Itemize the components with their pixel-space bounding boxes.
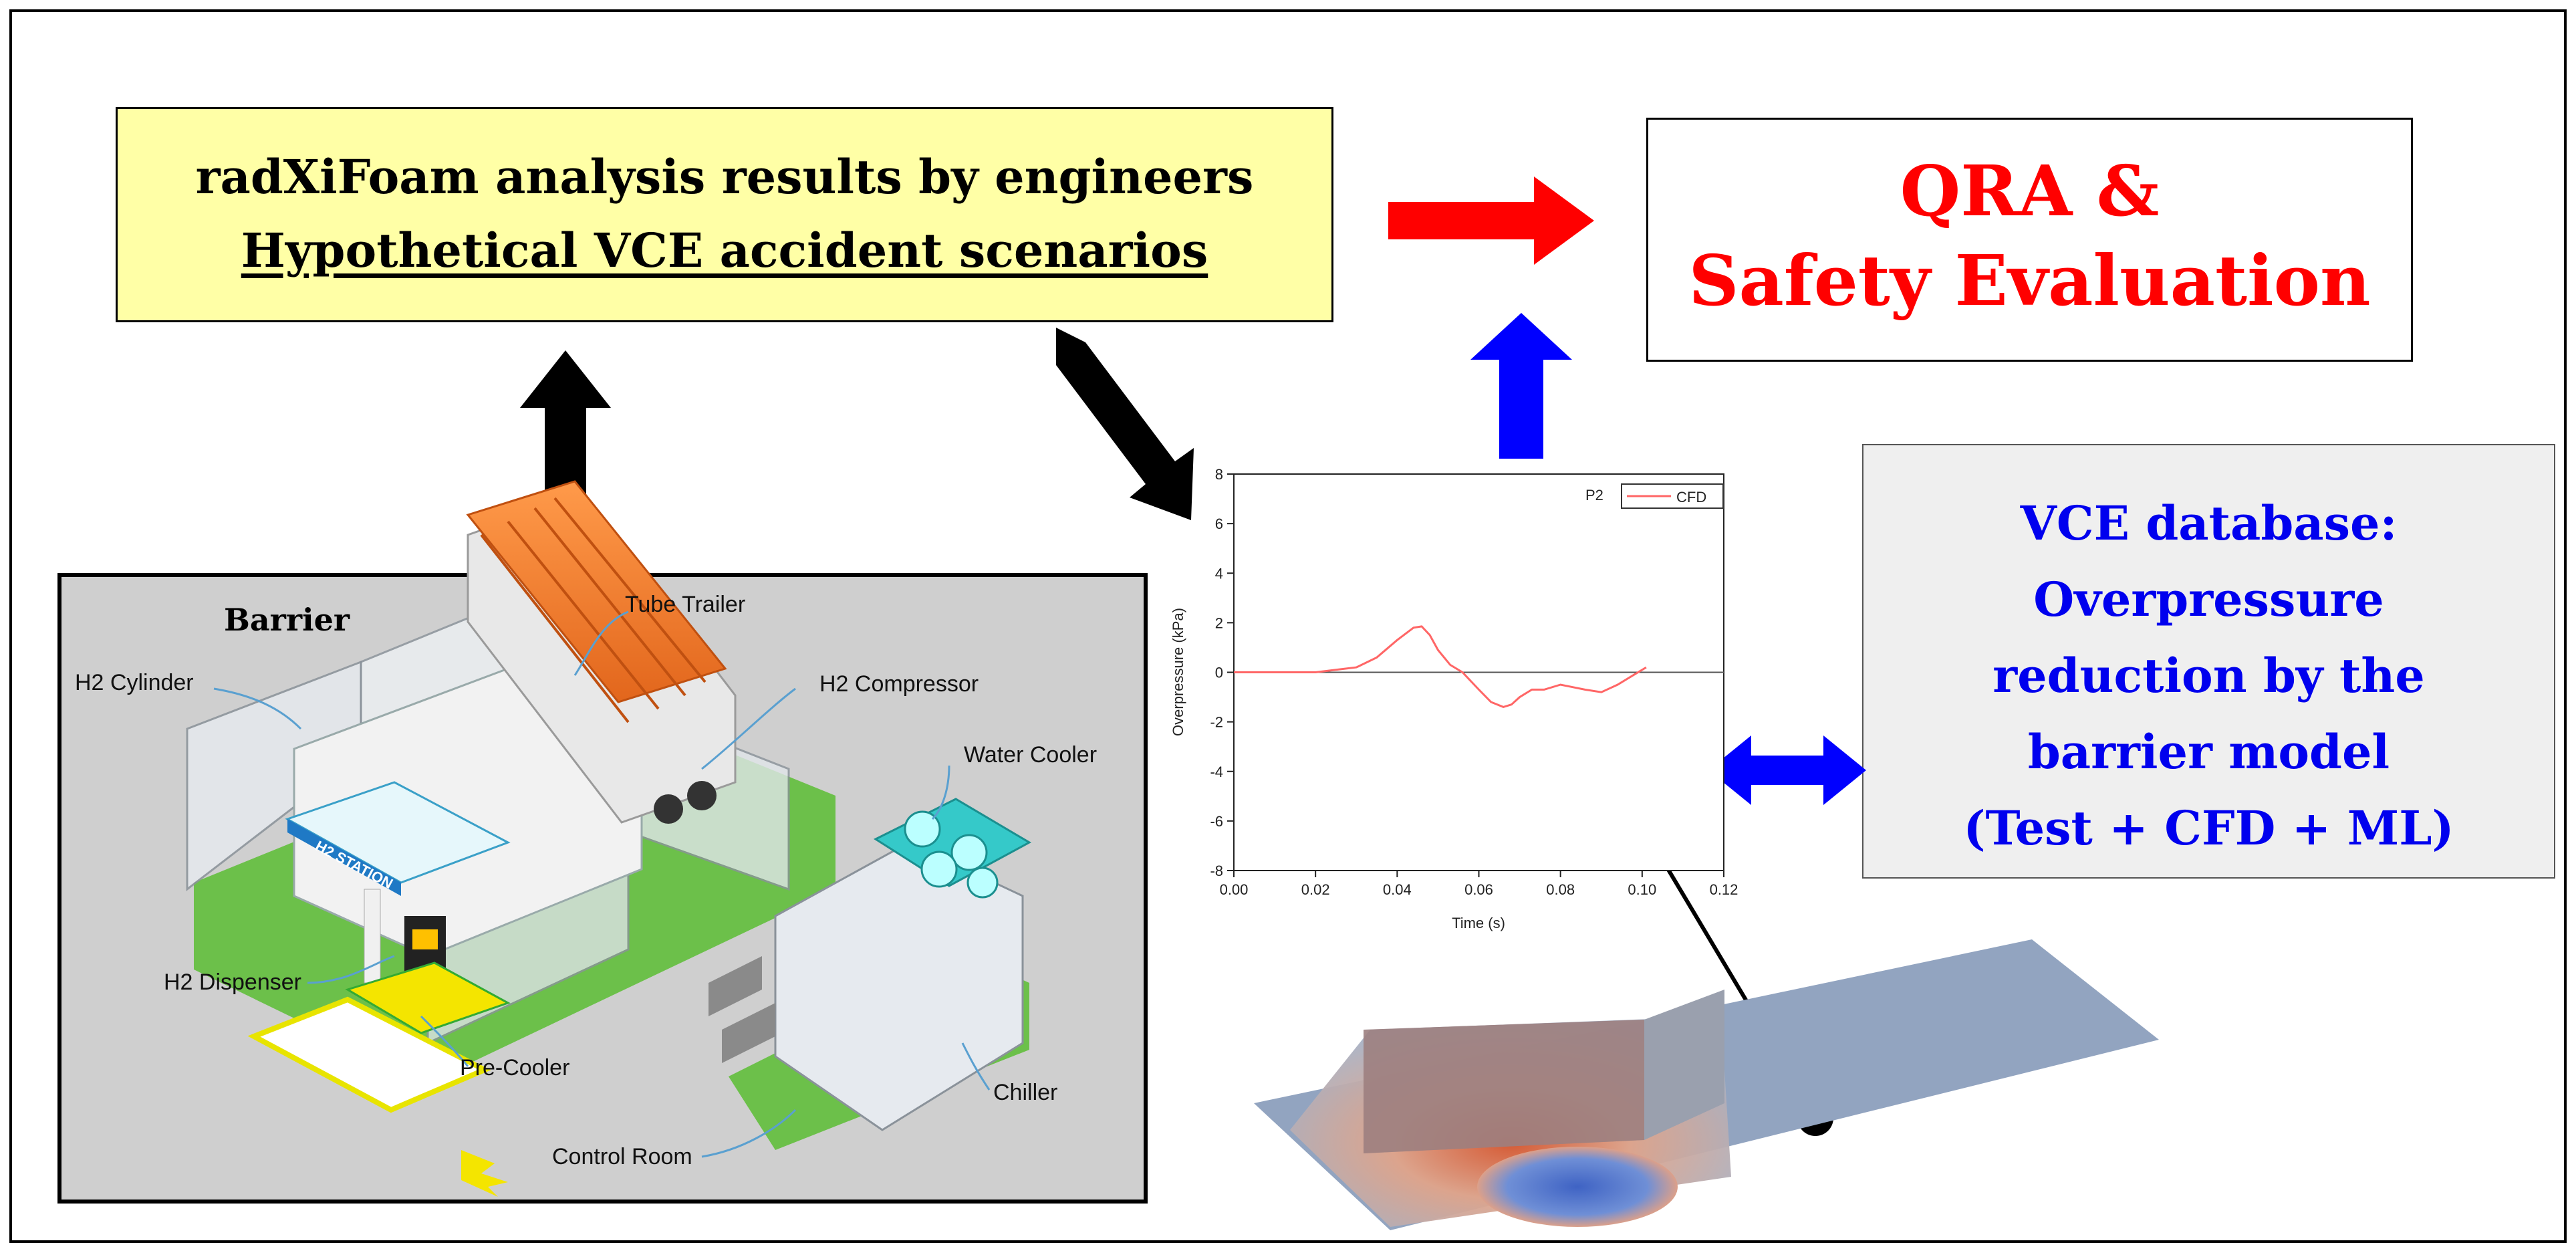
db-line-4: barrier model — [2027, 724, 2390, 780]
blue-double-arrow — [1708, 735, 1866, 805]
black-arrow-up — [520, 350, 611, 536]
qra-safety-box: QRA & Safety Evaluation — [1646, 118, 2413, 362]
y-tick-label: 6 — [1215, 516, 1223, 532]
cooler-fan-icon — [967, 867, 999, 899]
label-h2-dispenser: H2 Dispenser — [164, 969, 301, 995]
y-tick-label: -8 — [1210, 863, 1223, 879]
x-tick-group: 0.00 0.02 0.04 0.06 0.08 0.10 0.12 — [1220, 871, 1738, 898]
db-line-2: Overpressure — [2033, 572, 2384, 627]
y-tick-label: -4 — [1210, 764, 1223, 780]
label-chiller: Chiller — [993, 1080, 1057, 1105]
x-tick-label: 0.06 — [1464, 881, 1493, 898]
dispenser-island — [345, 961, 511, 1034]
station-illustration: H2 STATION Barrier Tube — [75, 480, 1097, 1197]
parking-box — [247, 996, 491, 1113]
db-line-3: reduction by the — [1992, 648, 2425, 703]
red-arrow-right — [1388, 177, 1594, 265]
station-canopy-sign — [287, 819, 401, 896]
direction-arrow-icon — [461, 1150, 508, 1197]
y-tick-label: 2 — [1215, 614, 1223, 631]
x-tick-label: 0.08 — [1546, 881, 1575, 898]
x-tick-label: 0.00 — [1220, 881, 1249, 898]
label-control-room: Control Room — [552, 1144, 692, 1169]
blue-arrow-up — [1470, 313, 1572, 459]
outer-frame — [9, 9, 2567, 1243]
cfd-blue-spot — [1477, 1147, 1678, 1227]
trailer-wheel — [687, 781, 717, 810]
barrier-wall-front — [1364, 1020, 1644, 1153]
barrier-panel — [709, 956, 762, 1016]
label-barrier: Barrier — [224, 602, 350, 638]
label-h2-cylinder: H2 Cylinder — [75, 670, 194, 695]
y-tick-label: 8 — [1215, 466, 1223, 483]
y-tick-label: -6 — [1210, 813, 1223, 830]
y-tick-group: 8 6 4 2 0 -2 -4 -6 -8 — [1210, 466, 1234, 879]
qra-title: QRA & — [1900, 150, 2160, 232]
cooler-fan-icon — [920, 850, 958, 888]
vce-scenarios-subtitle: Hypothetical VCE accident scenarios — [241, 223, 1208, 278]
x-tick-label: 0.02 — [1301, 881, 1330, 898]
cooler-fan-icon — [950, 834, 988, 871]
y-tick-label: 4 — [1215, 565, 1223, 582]
legend-cfd: CFD — [1676, 489, 1706, 505]
barrier-wall-heat-overlay — [1364, 1020, 1644, 1153]
y-axis-label: Overpressure (kPa) — [1170, 608, 1186, 736]
barrier-wall-side — [1644, 990, 1724, 1140]
db-line-5: (Test + CFD + ML) — [1963, 800, 2454, 856]
cfd-series-line — [1234, 625, 1647, 708]
label-pre-cooler: Pre-Cooler — [460, 1055, 569, 1080]
y-tick-label: -2 — [1210, 714, 1223, 731]
label-h2-compressor: H2 Compressor — [819, 671, 979, 697]
tube-trailer — [466, 480, 727, 723]
trailer-wheel — [654, 794, 683, 824]
legend-title: P2 — [1585, 487, 1603, 503]
db-line-1: VCE database: — [2020, 495, 2398, 551]
cfd-3d-visualization — [1254, 939, 2159, 1230]
vce-database-box: VCE database: Overpressure reduction by … — [1862, 444, 2555, 879]
analysis-results-title: radXiFoam analysis results by engineers — [195, 149, 1254, 205]
barrier-panel — [722, 1003, 775, 1063]
cooler-fan-icon — [904, 810, 941, 848]
x-tick-label: 0.04 — [1383, 881, 1412, 898]
label-tube-trailer: Tube Trailer — [625, 592, 745, 617]
x-axis-label: Time (s) — [1452, 915, 1505, 931]
analysis-results-box: radXiFoam analysis results by engineers … — [116, 107, 1333, 322]
safety-evaluation-title: Safety Evaluation — [1688, 239, 2371, 322]
overpressure-chart: 0.00 0.02 0.04 0.06 0.08 0.10 0.12 8 6 4 2 0 -2 -4 -6… — [1170, 466, 1738, 931]
leader-lines — [213, 610, 991, 1158]
black-arrow-diagonal — [1056, 328, 1194, 520]
chart-legend: P2 CFD — [1585, 483, 1724, 509]
dispenser-screen — [412, 929, 438, 949]
y-tick-label: 0 — [1215, 665, 1223, 681]
label-water-cooler: Water Cooler — [964, 742, 1097, 768]
x-tick-label: 0.10 — [1628, 881, 1656, 898]
x-tick-label: 0.12 — [1710, 881, 1738, 898]
